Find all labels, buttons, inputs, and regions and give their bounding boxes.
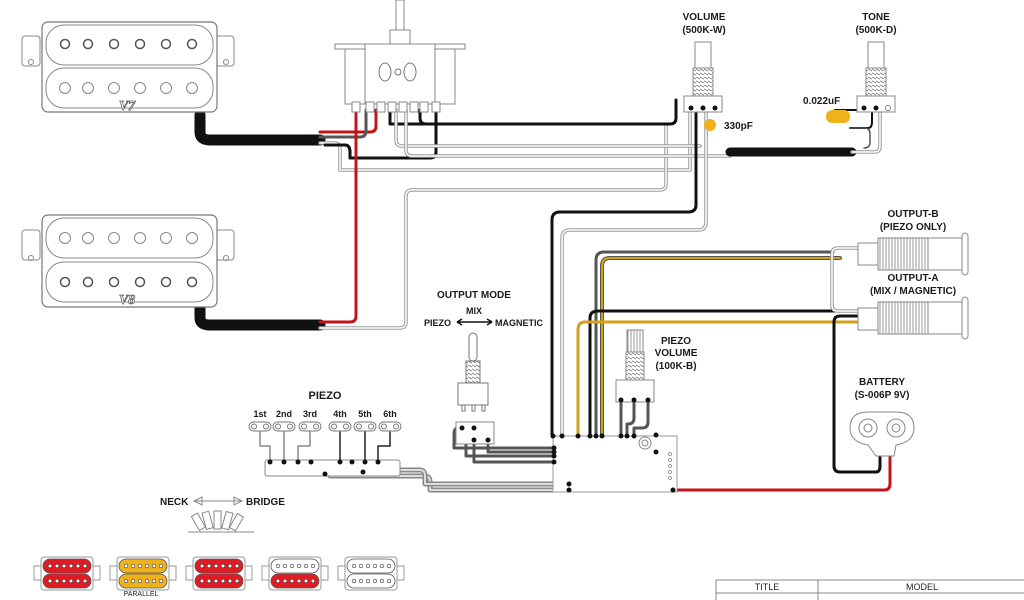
output-a-black-wire (588, 309, 862, 438)
bridge-red-wire (318, 108, 358, 324)
piezo-section: PIEZO 1st 2nd 3rd 4th 5th 6th (248, 390, 402, 477)
output-mode-title: OUTPUT MODE (437, 290, 511, 301)
output-mode-arrow (456, 318, 493, 326)
tone-title: TONE (862, 12, 890, 23)
volume-value: (500K-W) (682, 25, 725, 36)
legend-coil-top (346, 558, 396, 574)
piezo-volume-pot: PIEZO VOLUME (100K-B) (615, 329, 698, 403)
piezo-title: PIEZO (308, 390, 341, 402)
volume-cap-label: 330pF (724, 121, 753, 132)
legend-coil-top (194, 558, 244, 574)
piezo-element-6: 6th (378, 409, 402, 432)
legend-position-5 (337, 556, 405, 591)
legend-position-1 (33, 556, 101, 591)
piezo-string-label: 2nd (276, 409, 292, 419)
piezo-element-5: 5th (353, 409, 377, 432)
output-b-subtitle: (PIEZO ONLY) (880, 222, 946, 233)
tone-cap (826, 110, 850, 123)
output-mode-switch: OUTPUT MODE MIX PIEZO MAGNETIC (424, 290, 543, 445)
piezo-string-label: 3rd (303, 409, 317, 419)
tone-pot: TONE (500K-D) 0.022uF (803, 12, 897, 123)
output-mode-left: PIEZO (424, 318, 451, 328)
switch-white-wire-1 (394, 108, 702, 148)
battery-black-wire (832, 314, 882, 474)
battery-red-wire (673, 454, 892, 492)
battery-snap: BATTERY (S-006P 9V) (849, 377, 915, 457)
legend-position-2 (109, 556, 177, 591)
legend-coil-bottom (194, 573, 244, 589)
output-b-title: OUTPUT-B (887, 209, 938, 220)
volume-title: VOLUME (683, 12, 726, 23)
tone-cap-label: 0.022uF (803, 96, 840, 107)
output-b-dark-wire (594, 250, 835, 438)
neck-pickup: V7 (21, 21, 235, 114)
neck-pickup-cable (194, 109, 326, 146)
switch-black-wire (388, 98, 678, 126)
output-mode-right: MAGNETIC (495, 318, 543, 328)
piezo-string-label: 5th (358, 409, 372, 419)
legend-coil-bottom (42, 573, 92, 589)
piezo-volume-line1: PIEZO (661, 336, 691, 347)
legend-coil-top (270, 558, 320, 574)
bridge-pickup-cable (194, 299, 326, 331)
title-block-title: TITLE (755, 582, 780, 592)
piezo-volume-line2: VOLUME (655, 348, 698, 359)
output-a-jack: OUTPUT-A (MIX / MAGNETIC) (857, 273, 969, 340)
legend-coil-bottom (346, 573, 396, 589)
pickup-selector-switch (334, 0, 466, 113)
bridge-pickup-model: V8 (119, 293, 135, 308)
battery-title: BATTERY (859, 377, 905, 388)
legend-coil-top (118, 558, 168, 574)
legend-caption-parallel: PARALLEL (124, 591, 159, 598)
output-mode-center: MIX (466, 306, 482, 316)
legend-coil-bottom (118, 573, 168, 589)
battery-subtitle: (S-006P 9V) (855, 390, 910, 401)
direction-neck: NECK (160, 497, 189, 508)
title-block: TITLE MODEL (715, 579, 1024, 600)
neck-pickup-model: V7 (119, 99, 136, 114)
output-a-gold-wire (576, 320, 862, 438)
piezo-element-2: 2nd (272, 409, 296, 432)
legend-position-3 (185, 556, 253, 591)
output-a-subtitle: (MIX / MAGNETIC) (870, 286, 956, 297)
piezo-string-label: 1st (253, 409, 266, 419)
piezo-string-label: 6th (383, 409, 397, 419)
switch-position-legend (33, 556, 405, 591)
switch-white-wire-2 (404, 108, 732, 158)
preamp-board (550, 432, 678, 493)
bridge-pickup: V8 (21, 214, 235, 308)
legend-coil-bottom (270, 573, 320, 589)
neck-black-wire (318, 108, 368, 139)
output-b-jack: OUTPUT-B (PIEZO ONLY) (857, 209, 969, 276)
tone-cap-wire (849, 109, 873, 129)
legend-position-4 (261, 556, 329, 591)
output-a-title: OUTPUT-A (887, 273, 938, 284)
volume-pot: VOLUME (500K-W) 330pF (682, 12, 753, 132)
piezo-element-1: 1st (248, 409, 272, 432)
switch-black-wire-2 (418, 108, 428, 126)
tone-value: (500K-D) (855, 25, 896, 36)
neck-red-wire (318, 108, 378, 134)
piezo-element-3: 3rd (298, 409, 322, 432)
volume-black-down (550, 108, 698, 438)
piezo-string-label: 4th (333, 409, 347, 419)
piezo-volume-line3: (100K-B) (655, 361, 696, 372)
title-block-model: MODEL (906, 582, 938, 592)
selector-direction: NECK BRIDGE (160, 496, 285, 533)
volume-treble-bleed-cap (704, 119, 716, 131)
direction-bridge: BRIDGE (246, 497, 285, 508)
legend-coil-top (42, 558, 92, 574)
piezo-element-4: 4th (328, 409, 352, 432)
